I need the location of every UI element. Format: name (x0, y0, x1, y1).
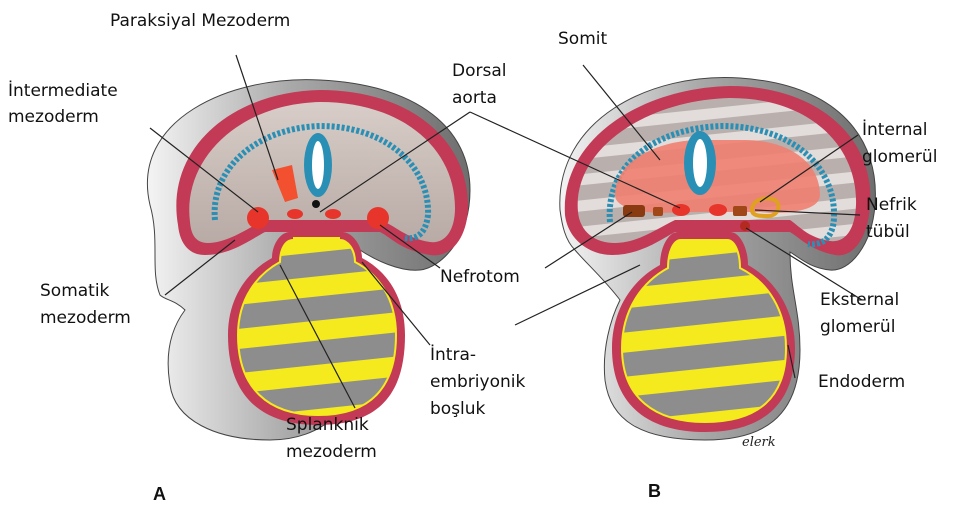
label-eksternal-line1: Eksternal (820, 290, 899, 310)
embryo-a-dorsal-aorta (312, 200, 320, 208)
label-internal-line1: İnternal (862, 119, 928, 140)
label-splanknik-line1: Splanknik (286, 415, 369, 435)
label-intermediate-line2: mezoderm (8, 107, 99, 127)
embryo-a-nephrotome-left (247, 207, 269, 229)
embryo-b-nephric-tubule-right (733, 206, 747, 216)
label-internal-line2: glomerül (862, 147, 937, 167)
artist-signature: elerk (742, 435, 776, 450)
embryo-a-intermediate-mesoderm-left (287, 209, 303, 219)
label-intra-line2: embriyonik (430, 372, 525, 392)
embryo-a-intermediate-mesoderm-right (325, 209, 341, 219)
label-nefrik-line2: tübül (866, 222, 910, 242)
panel-label-a: A (153, 484, 166, 504)
embryo-b-neural-canal (693, 139, 707, 187)
label-somit: Somit (558, 29, 607, 49)
label-intra-line3: boşluk (430, 399, 486, 419)
label-splanknik-line2: mezoderm (286, 442, 377, 462)
label-dorsal-line1: Dorsal (452, 61, 506, 81)
label-intermediate-line1: İntermediate (8, 80, 118, 101)
label-somatik-line2: mezoderm (40, 308, 131, 328)
embryo-a-neural-canal (312, 141, 324, 189)
label-dorsal-line2: aorta (452, 88, 497, 108)
label-nefrotom: Nefrotom (440, 267, 520, 287)
panel-a-diagram (147, 80, 470, 440)
label-eksternal-line2: glomerül (820, 317, 895, 337)
label-somatik-line1: Somatik (40, 281, 110, 301)
label-intra-line1: İntra- (430, 344, 476, 365)
panel-label-b: B (648, 481, 661, 501)
label-paraksiyal-mezoderm: Paraksiyal Mezoderm (110, 11, 290, 31)
embryo-a-nephrotome-right (367, 207, 389, 229)
label-endoderm: Endoderm (818, 372, 905, 392)
embryo-b-tubule-segment (653, 207, 663, 216)
label-nefrik-line1: Nefrik (866, 195, 917, 215)
embryo-b-dorsal-aorta-right (709, 204, 727, 216)
